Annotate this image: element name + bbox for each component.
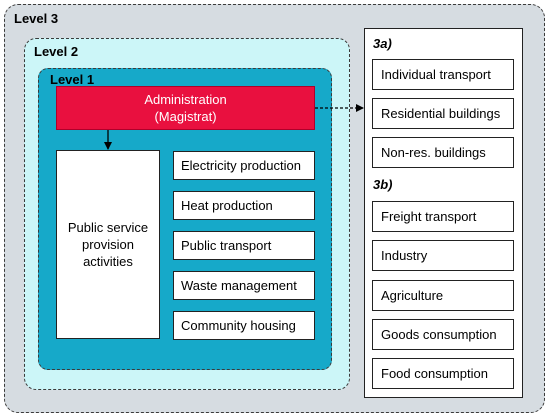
sector-goods-consumption: Goods consumption — [372, 319, 514, 350]
level-1-title: Level 1 — [50, 72, 95, 87]
level-2-title: Level 2 — [34, 44, 79, 59]
public-service-line-2: provision — [81, 237, 135, 252]
administration-label: Administration — [144, 92, 227, 107]
sector-industry: Industry — [372, 240, 514, 271]
administration-box: Administration (Magistrat) — [56, 86, 315, 130]
level-3-title: Level 3 — [14, 11, 59, 26]
sector-food-consumption: Food consumption — [372, 358, 514, 389]
public-service-line-1: Public service — [67, 220, 149, 235]
activity-electricity-production: Electricity production — [173, 151, 315, 180]
section-3b-title: 3b) — [373, 177, 393, 192]
sector-agriculture: Agriculture — [372, 280, 514, 311]
sector-freight-transport: Freight transport — [372, 201, 514, 232]
activity-public-transport: Public transport — [173, 231, 315, 260]
administration-sublabel: (Magistrat) — [154, 109, 217, 124]
sector-residential-buildings: Residential buildings — [372, 98, 514, 129]
sector-non-res-buildings: Non-res. buildings — [372, 137, 514, 168]
activity-community-housing: Community housing — [173, 311, 315, 340]
activity-waste-management: Waste management — [173, 271, 315, 300]
section-3a-title: 3a) — [373, 36, 392, 51]
sector-individual-transport: Individual transport — [372, 59, 514, 90]
public-service-line-3: activities — [83, 254, 133, 269]
public-service-box: Public service provision activities — [56, 150, 160, 339]
activity-heat-production: Heat production — [173, 191, 315, 220]
